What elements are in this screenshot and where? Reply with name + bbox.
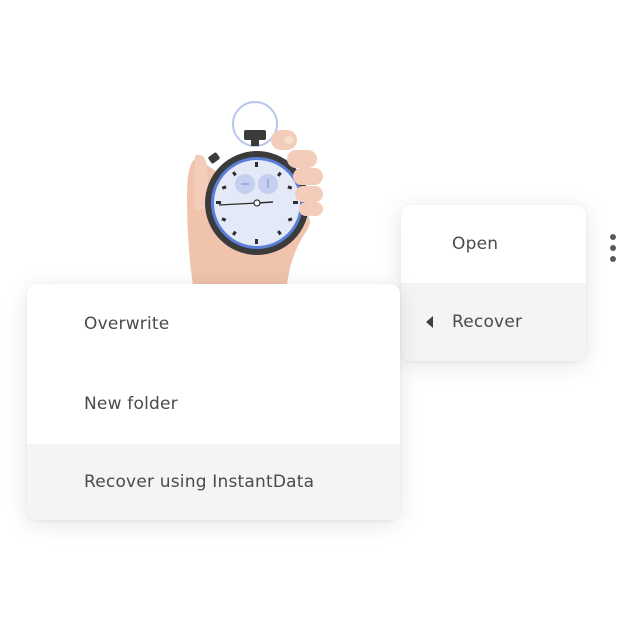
recover-instantdata-menu-item[interactable]: Recover using InstantData bbox=[27, 444, 400, 520]
new-folder-menu-item[interactable]: New folder bbox=[27, 364, 400, 444]
overwrite-menu-item-label: Overwrite bbox=[84, 314, 170, 334]
caret-left-icon bbox=[426, 316, 433, 328]
kebab-menu-icon[interactable] bbox=[605, 234, 621, 266]
context-menu: Open Recover bbox=[401, 205, 586, 361]
recover-menu-item[interactable]: Recover bbox=[401, 283, 586, 361]
recover-instantdata-menu-item-label: Recover using InstantData bbox=[84, 472, 315, 492]
open-menu-item[interactable]: Open bbox=[401, 205, 586, 283]
recover-submenu: Overwrite New folder Recover using Insta… bbox=[27, 284, 400, 520]
overwrite-menu-item[interactable]: Overwrite bbox=[27, 284, 400, 364]
hand-holding-stopwatch-icon bbox=[187, 101, 323, 286]
recover-menu-item-label: Recover bbox=[452, 312, 523, 332]
open-menu-item-label: Open bbox=[452, 234, 499, 254]
new-folder-menu-item-label: New folder bbox=[84, 394, 178, 414]
